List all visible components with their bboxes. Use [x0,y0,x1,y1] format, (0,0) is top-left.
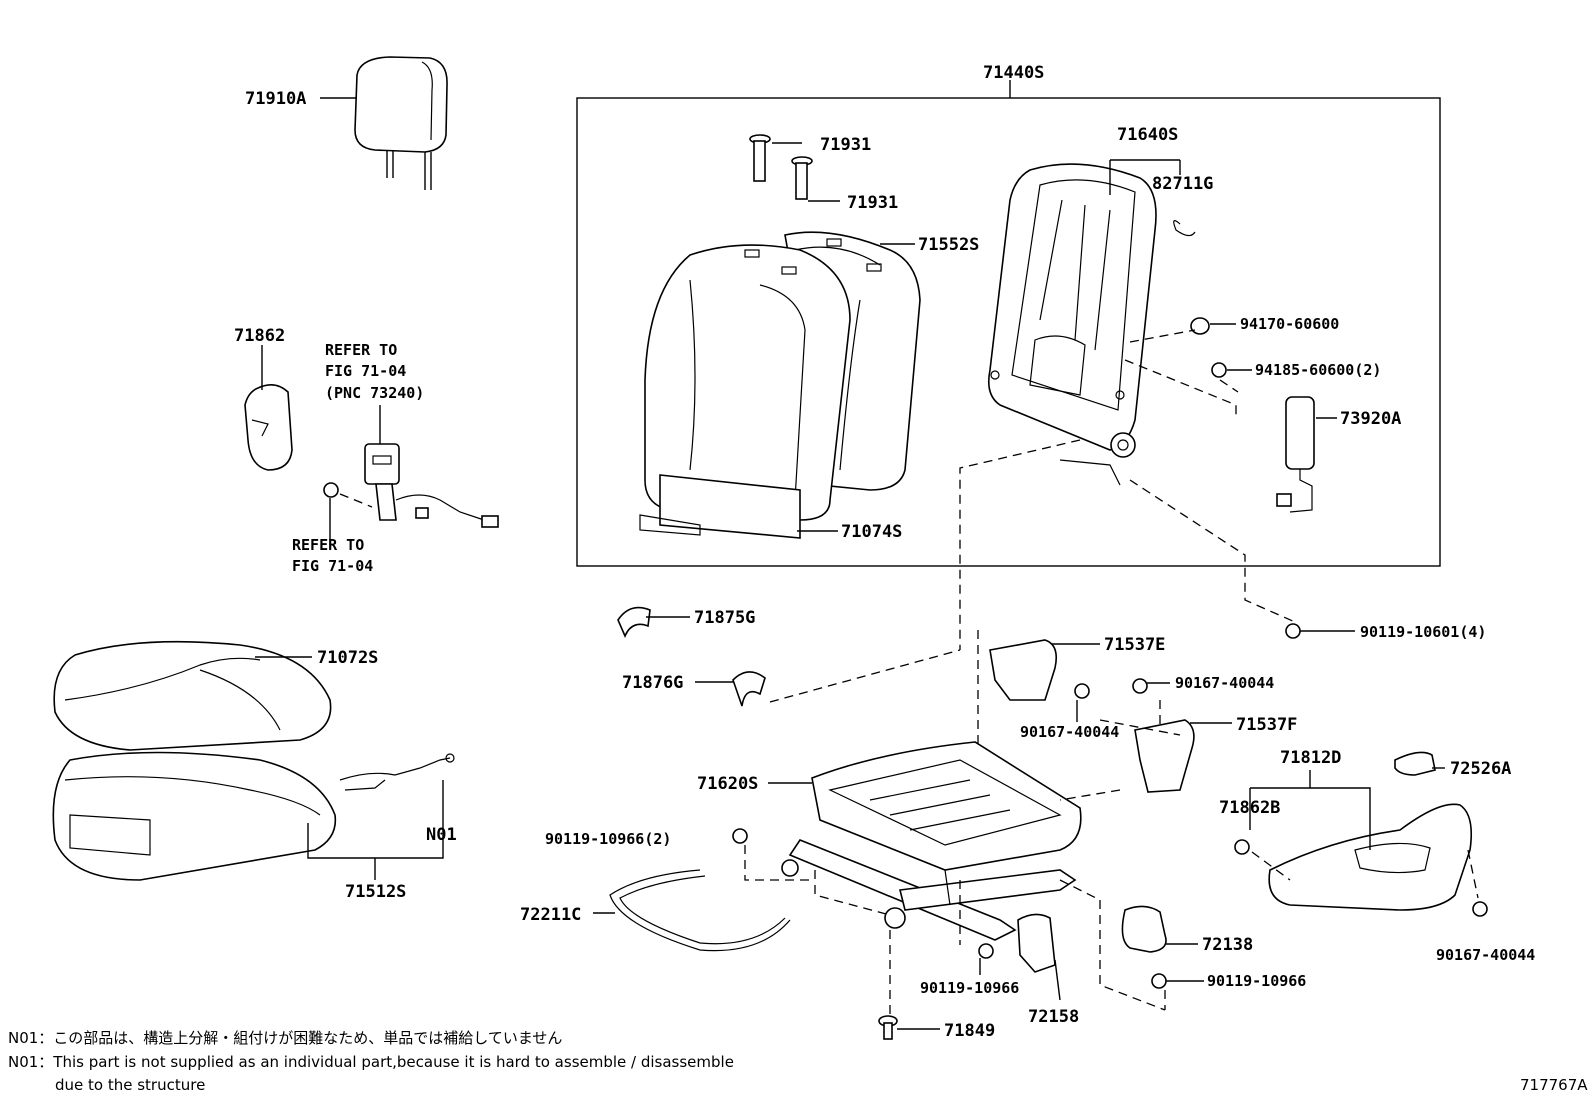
wire-72211c-drawing [609,869,791,952]
label-90119-10966-a: 90119-10966 [920,979,1019,997]
grommet-94185-drawing [1211,362,1227,378]
airbag-drawing [1276,396,1315,513]
label-90167-40044-c: 90167-40044 [1436,946,1535,964]
label-71862: 71862 [234,326,285,346]
label-71552s: 71552S [918,235,979,255]
note-english-line1: N01：This part is not supplied as an indi… [8,1053,734,1071]
side-cover-drawing [1268,803,1473,911]
seat-adjuster-drawing [781,741,1082,941]
label-90119-10966-2: 90119-10966(2) [545,830,671,848]
cover-71862-drawing [244,384,293,471]
label-71537e: 71537E [1104,635,1165,655]
cushion-cover-drawing [53,640,332,751]
refer-bottom-line1: REFER TO [292,536,364,554]
label-71931-bottom: 71931 [847,193,898,213]
label-71072s: 71072S [317,648,378,668]
knob-drawing [1394,751,1436,776]
bracket-72158-drawing [1017,913,1056,973]
buckle-drawing [323,443,499,528]
label-94185-60600: 94185-60600(2) [1255,361,1381,379]
note-japanese: N01：この部品は、構造上分解・組付けが困難なため、単品では補給していません [8,1029,562,1047]
label-72526a: 72526A [1450,759,1511,779]
bracket-72138-drawing [1121,905,1167,953]
label-71875g: 71875G [694,608,755,628]
seatback-frame-drawing [987,163,1157,486]
label-71910a: 71910A [245,89,306,109]
label-71862b: 71862B [1219,798,1280,818]
clip-71876g-drawing [732,671,766,707]
label-71074s: 71074S [841,522,902,542]
grommet-94170-drawing [1190,317,1210,335]
label-71812d: 71812D [1280,748,1341,768]
note-english-line2: due to the structure [55,1076,205,1094]
wire-drawing [339,757,451,781]
label-71876g: 71876G [622,673,683,693]
label-71640s: 71640S [1117,125,1178,145]
label-71512s: 71512S [345,882,406,902]
label-73920a: 73920A [1340,409,1401,429]
label-n01: N01 [426,825,457,845]
label-72158: 72158 [1028,1007,1079,1027]
label-71931-top: 71931 [820,135,871,155]
seatback-cover-drawing [639,231,921,539]
seatback-assembly-box [576,97,1441,567]
headrest-drawing [354,56,448,190]
label-90119-10966-b: 90119-10966 [1207,972,1306,990]
label-72211c: 72211C [520,905,581,925]
clip-71875g-drawing [617,606,651,638]
label-71440s: 71440S [983,63,1044,83]
cushion-pad-drawing [52,751,337,881]
label-71849: 71849 [944,1021,995,1041]
refer-bottom-line2: FIG 71-04 [292,557,373,575]
refer-top-line1: REFER TO [325,341,397,359]
label-94170-60600: 94170-60600 [1240,315,1339,333]
label-90119-10601: 90119-10601(4) [1360,623,1486,641]
refer-top-line2: FIG 71-04 [325,362,406,380]
refer-top-line3: (PNC 73240) [325,384,424,402]
label-90167-40044-b: 90167-40044 [1020,723,1119,741]
bracket-71537f-drawing [1134,719,1195,793]
label-72138: 72138 [1202,935,1253,955]
pin-drawings [749,134,813,200]
label-82711g: 82711G [1152,174,1213,194]
bracket-71537e-drawing [989,639,1058,701]
label-71537f: 71537F [1236,715,1297,735]
bolt-drawings [732,623,1488,1040]
figure-id: 717767A [1520,1076,1588,1094]
label-90167-40044-a: 90167-40044 [1175,674,1274,692]
label-71620s: 71620S [697,774,758,794]
